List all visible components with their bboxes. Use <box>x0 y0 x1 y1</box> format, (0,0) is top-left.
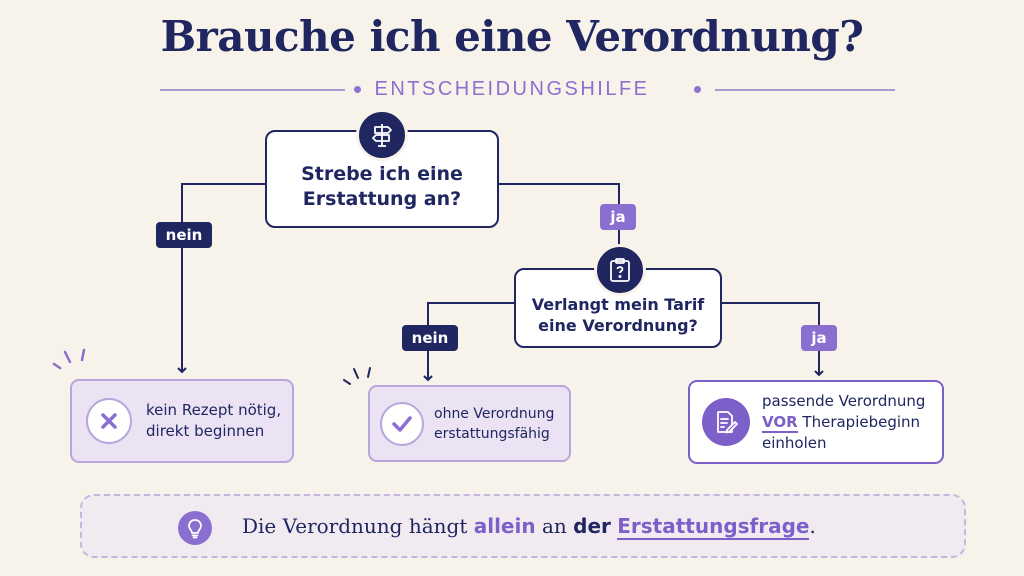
subtitle-divider-left <box>160 89 345 91</box>
question-1-line1: Strebe ich eine <box>301 163 463 185</box>
signpost-icon <box>356 109 408 161</box>
tag-q2-no: nein <box>402 325 458 351</box>
footer-emphasis-erstattungsfrage: Erstattungsfrage <box>617 514 810 540</box>
question-2-line2: eine Verordnung? <box>538 316 698 335</box>
result-2-line1: ohne Verordnung <box>434 405 555 422</box>
sparkle-decoration-left <box>52 348 86 370</box>
lightbulb-icon <box>178 511 212 545</box>
tag-q1-yes: ja <box>600 204 636 230</box>
result-1-line1: kein Rezept nötig, <box>146 401 282 419</box>
document-pen-icon <box>702 398 750 446</box>
result-3-line2: VOR Therapiebeginn <box>762 412 925 433</box>
result-prescription-needed: passende Verordnung VOR Therapiebeginn e… <box>688 380 944 464</box>
key-takeaway-banner: Die Verordnung hängt allein an der Ersta… <box>80 494 966 558</box>
result-no-reimbursement: kein Rezept nötig, direkt beginnen <box>70 379 294 463</box>
subtitle-divider-right <box>715 89 895 91</box>
footer-emphasis-der: der <box>573 514 611 538</box>
subtitle: ENTSCHEIDUNGSHILFE <box>374 78 650 100</box>
tag-q2-yes: ja <box>801 325 837 351</box>
question-2-line1: Verlangt mein Tarif <box>531 295 705 314</box>
connector-q2-no <box>423 302 514 382</box>
result-3-emphasis: VOR <box>762 412 798 433</box>
x-circle-icon <box>86 398 132 444</box>
footer-part1: Die Verordnung hängt <box>242 514 474 538</box>
result-3-line3: einholen <box>762 433 827 452</box>
connector-q2-yes <box>722 302 824 377</box>
result-no-prescription-needed: ohne Verordnung erstattungsfähig <box>368 385 571 462</box>
sparkle-decoration-middle <box>343 367 371 385</box>
result-2-line2: erstattungsfähig <box>434 425 550 442</box>
key-takeaway-text: Die Verordnung hängt allein an der Ersta… <box>242 514 816 540</box>
question-2-box: Verlangt mein Tarif eine Verordnung? <box>514 268 722 348</box>
tag-q1-no: nein <box>156 222 212 248</box>
result-3-line1: passende Verordnung <box>762 391 926 410</box>
question-1-line2: Erstattung an? <box>302 188 462 210</box>
subtitle-dot-right <box>694 86 701 93</box>
subtitle-dot-left <box>354 86 361 93</box>
footer-part4: . <box>809 514 816 538</box>
subtitle-row: ENTSCHEIDUNGSHILFE <box>0 76 1024 104</box>
connector-q1-no <box>177 183 265 374</box>
footer-part2: an <box>535 514 574 538</box>
clipboard-question-icon <box>594 244 646 296</box>
result-3-line2-rest: Therapiebeginn <box>797 412 921 431</box>
page-title: Brauche ich eine Verordnung? <box>160 12 864 61</box>
result-1-line2: direkt beginnen <box>146 422 265 440</box>
footer-emphasis-allein: allein <box>473 514 536 538</box>
check-circle-icon <box>380 401 424 446</box>
